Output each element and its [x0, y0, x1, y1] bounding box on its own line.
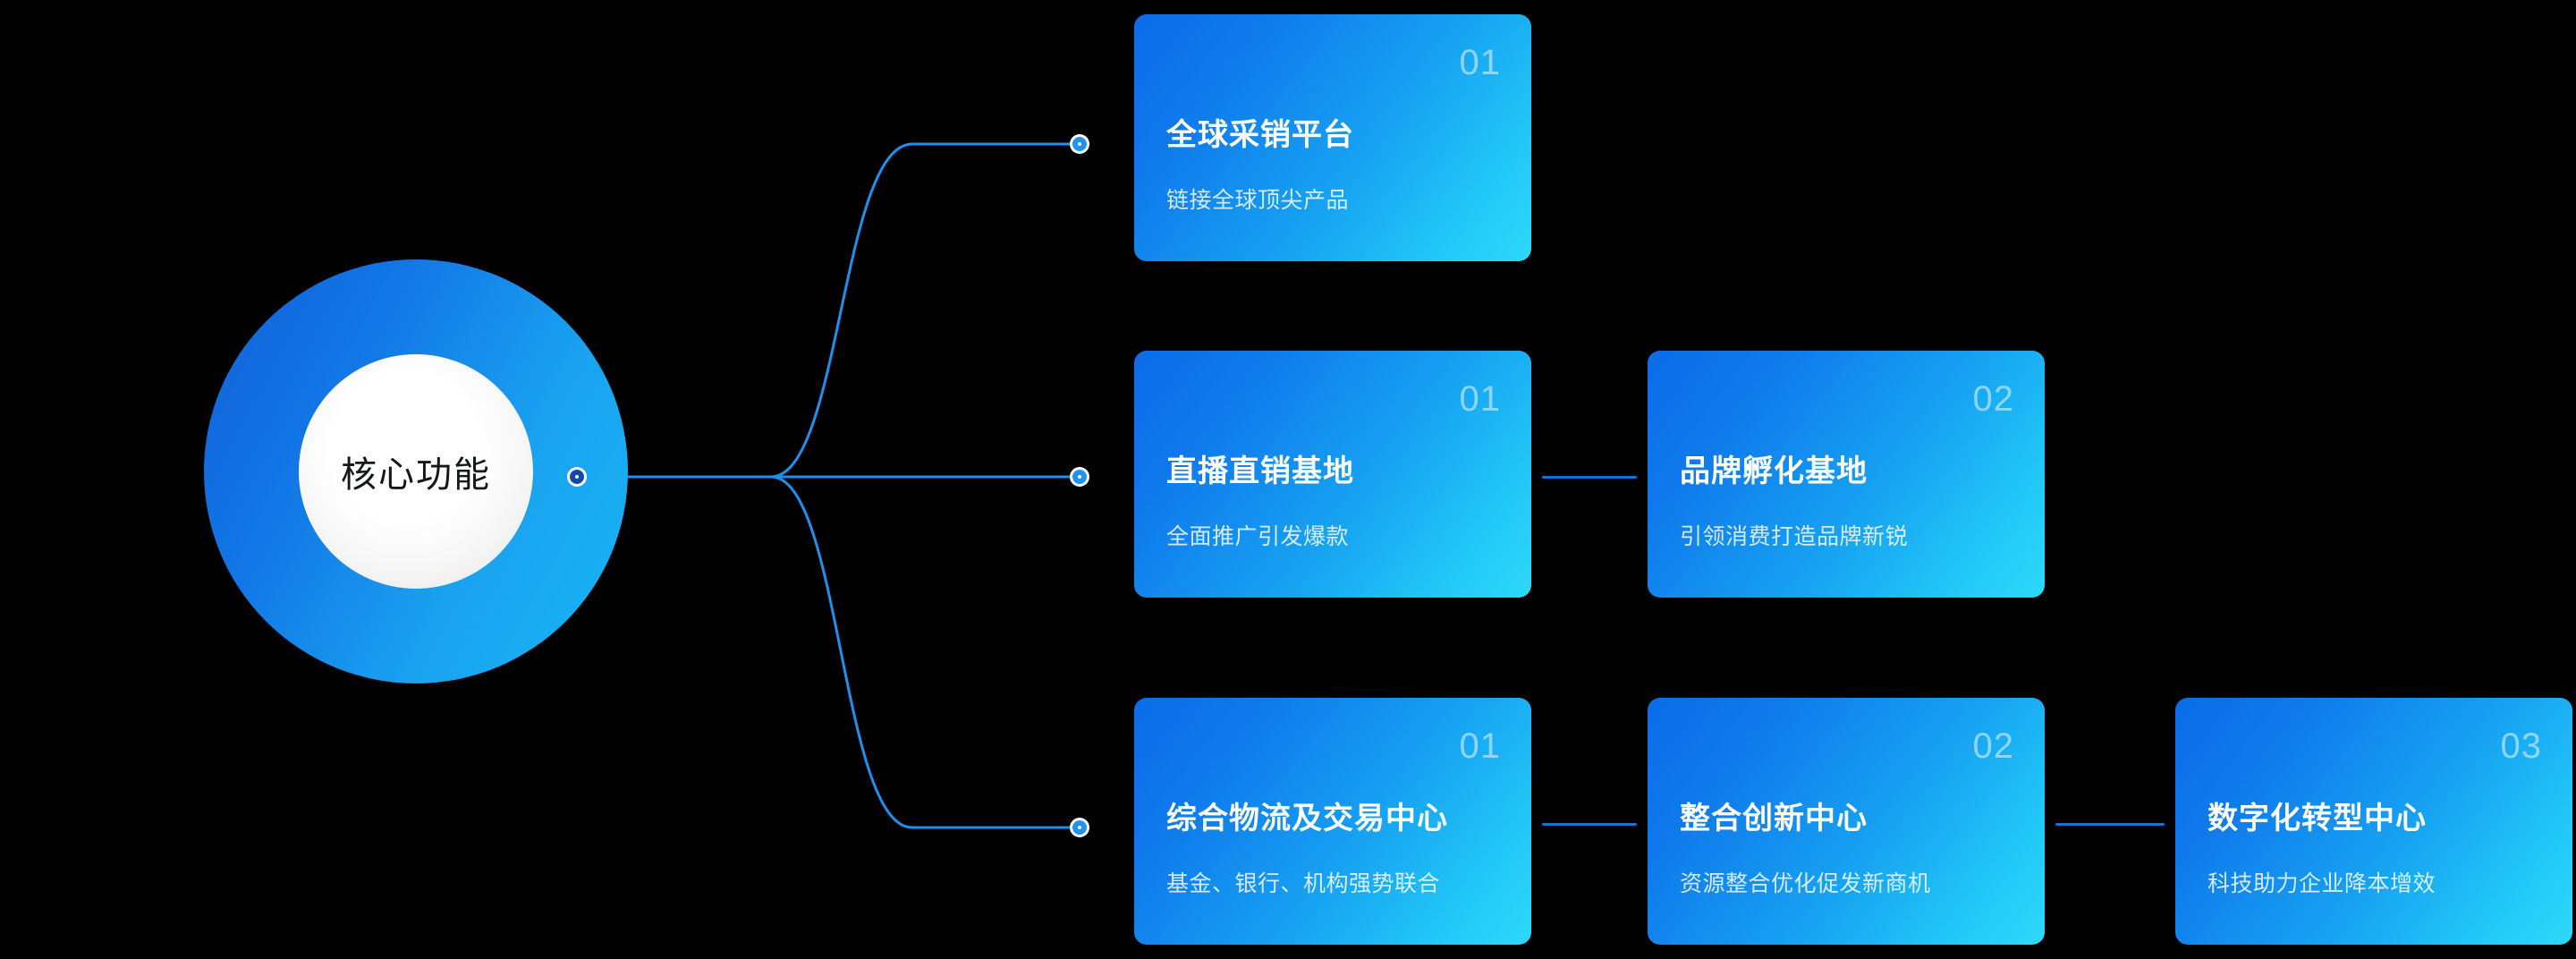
hub-circle[interactable]: 核心功能 [204, 259, 628, 683]
card-title: 综合物流及交易中心 [1166, 802, 1448, 836]
card-title: 数字化转型中心 [2207, 802, 2427, 836]
card-digital-transformation-center[interactable]: 03 数字化转型中心 科技助力企业降本增效 [2175, 698, 2572, 945]
branch-1-endpoint-dot[interactable] [1070, 134, 1089, 154]
card-brand-incubation-base[interactable]: 02 品牌孵化基地 引领消费打造品牌新锐 [1648, 351, 2045, 598]
card-title: 全球采销平台 [1166, 118, 1354, 152]
card-global-sourcing-platform[interactable]: 01 全球采销平台 链接全球顶尖产品 [1134, 14, 1531, 261]
card-subtitle: 链接全球顶尖产品 [1166, 188, 1350, 213]
branch-2-endpoint-dot[interactable] [1070, 467, 1089, 487]
link-row2-card1-card2 [1542, 476, 1637, 479]
dot-core [1072, 137, 1087, 151]
card-title: 品牌孵化基地 [1680, 454, 1868, 488]
card-number: 01 [1459, 726, 1501, 766]
card-subtitle: 科技助力企业降本增效 [2207, 871, 2436, 896]
card-integration-innovation-center[interactable]: 02 整合创新中心 资源整合优化促发新商机 [1648, 698, 2045, 945]
link-row3-card2-card3 [2055, 823, 2165, 826]
card-subtitle: 基金、银行、机构强势联合 [1166, 871, 1441, 896]
branch-3-endpoint-dot[interactable] [1070, 818, 1089, 837]
card-subtitle: 全面推广引发爆款 [1166, 524, 1350, 549]
dot-core [570, 470, 584, 484]
link-row3-card1-card2 [1542, 823, 1637, 826]
card-number: 03 [2500, 726, 2542, 766]
dot-core [1072, 470, 1087, 484]
wire-branch-up [769, 142, 1082, 479]
dot-core [1072, 820, 1087, 835]
card-subtitle: 引领消费打造品牌新锐 [1680, 524, 1909, 549]
hub-inner-circle: 核心功能 [299, 354, 533, 589]
card-number: 02 [1972, 726, 2014, 766]
hub-label: 核心功能 [341, 455, 491, 495]
wire-branch-down [769, 475, 1082, 829]
card-live-direct-sales-base[interactable]: 01 直播直销基地 全面推广引发爆款 [1134, 351, 1531, 598]
hub-connector-dot[interactable] [567, 467, 587, 487]
card-number: 01 [1459, 379, 1501, 419]
card-number: 01 [1459, 43, 1501, 82]
card-number: 02 [1972, 379, 2014, 419]
card-title: 直播直销基地 [1166, 454, 1354, 488]
card-subtitle: 资源整合优化促发新商机 [1680, 871, 1931, 896]
card-title: 整合创新中心 [1680, 802, 1868, 836]
card-integrated-logistics-trade-center[interactable]: 01 综合物流及交易中心 基金、银行、机构强势联合 [1134, 698, 1531, 945]
